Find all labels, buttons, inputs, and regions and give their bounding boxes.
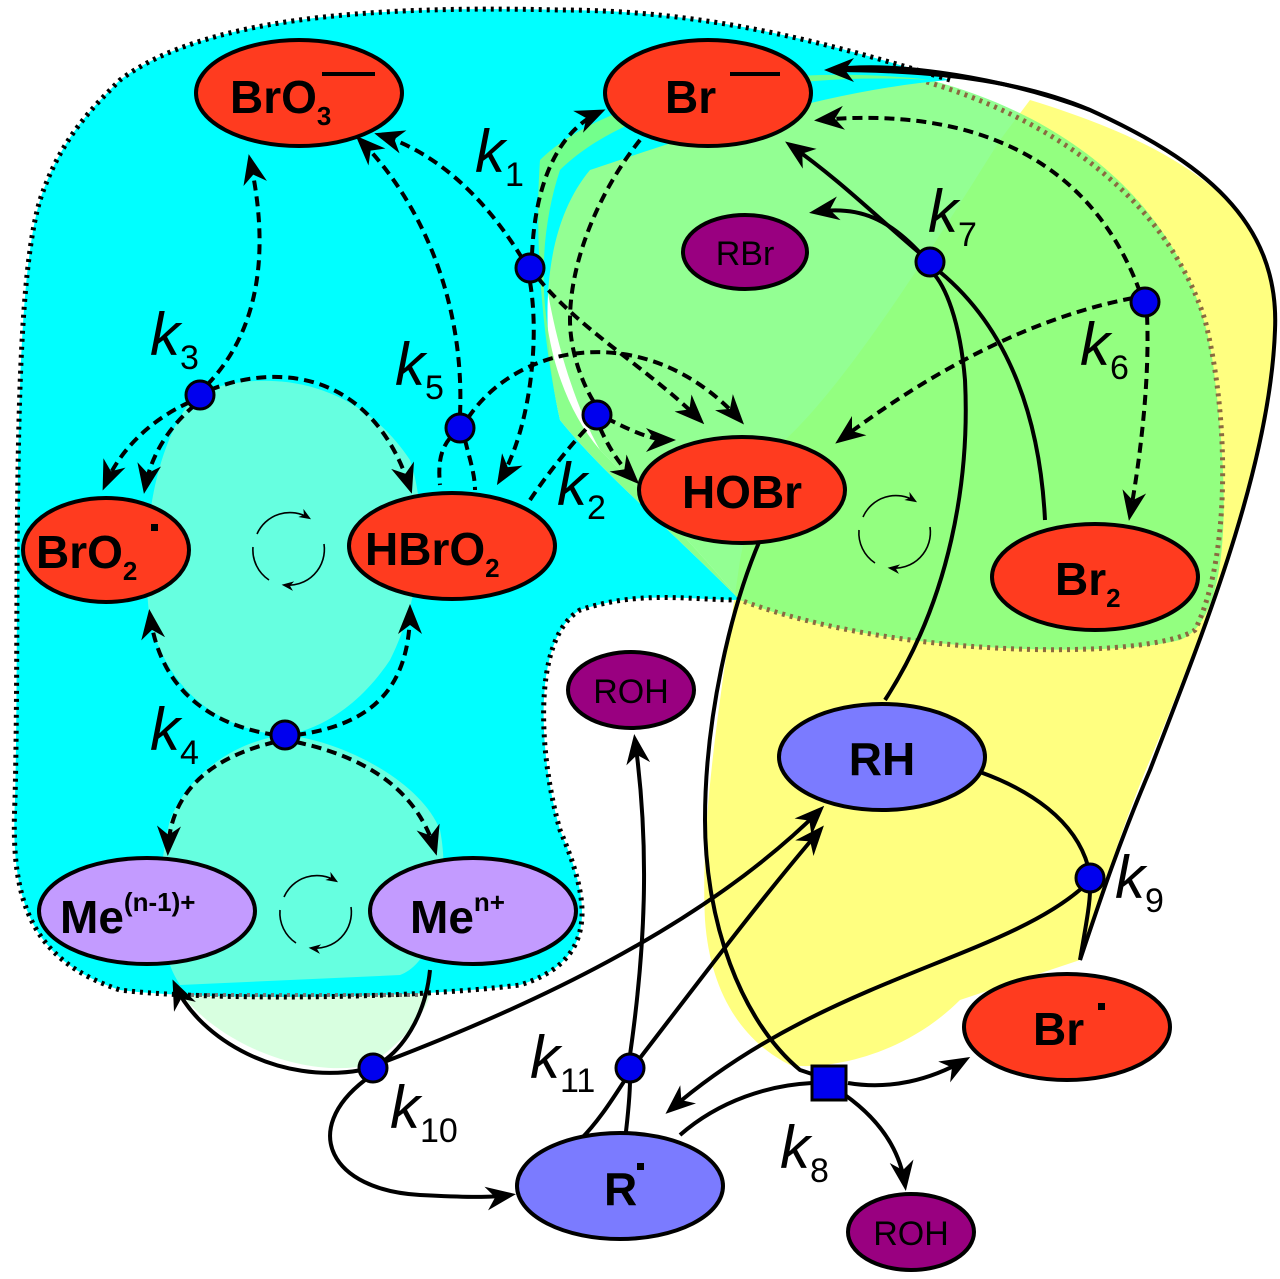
k5-to-hbro2-arrow xyxy=(437,436,452,486)
rate-label-k4: k4 xyxy=(150,696,199,772)
rate-label-k8: k8 xyxy=(780,1114,829,1190)
rate-label-k7: k7 xyxy=(928,178,977,254)
reaction-node-k2 xyxy=(581,399,613,431)
k2-to-hobr-arrow-1 xyxy=(605,416,676,452)
species-bro3-minus: BrO3 xyxy=(194,38,404,148)
k11-to-rh-arrow xyxy=(638,825,824,1060)
k2-to-hobr-arrow-2 xyxy=(598,427,640,485)
rate-label-k10: k10 xyxy=(390,1074,458,1150)
species-metal-reduced: Me(n-1)+ xyxy=(37,856,257,966)
rate-label-k11: k11 xyxy=(530,1024,595,1100)
k1-to-hbro2-arrow xyxy=(496,281,536,486)
k11-to-roh-arrow xyxy=(626,734,651,1056)
reaction-node-k11 xyxy=(614,1052,646,1084)
hbro2-to-k2-dash xyxy=(528,423,592,502)
k5-to-bro3-arrow xyxy=(355,135,463,416)
k3-to-bro3-arrow xyxy=(205,154,267,387)
reaction-node-k1 xyxy=(514,252,546,284)
yellow-left-border xyxy=(702,539,831,1082)
rh-to-k9 xyxy=(979,770,1090,867)
k6-to-hobr-arrow xyxy=(835,296,1134,444)
reaction-node-k5 xyxy=(444,412,476,444)
svg-text:R: R xyxy=(604,1163,637,1215)
svg-text:Men+: Men+ xyxy=(410,887,505,943)
reaction-node-k6 xyxy=(1129,286,1161,318)
reaction-node-k9 xyxy=(1074,862,1106,894)
br-rad-to-k9 xyxy=(1078,889,1092,961)
svg-text:HBrO2: HBrO2 xyxy=(365,523,500,583)
species-bromide: Br xyxy=(603,38,813,148)
rate-label-k1: k1 xyxy=(475,118,524,194)
k4-to-hbro2-arrow xyxy=(295,604,422,737)
k1-to-br-arrow xyxy=(530,109,606,256)
svg-text:HOBr: HOBr xyxy=(682,466,802,518)
k3-to-bro2-arrow-2 xyxy=(137,403,197,494)
svg-text:BrO2: BrO2 xyxy=(36,526,137,586)
reaction-node-k4 xyxy=(269,719,301,751)
species-bro2-radical: BrO2 xyxy=(21,496,191,604)
rate-label-k5: k5 xyxy=(395,331,444,407)
species-alkyl-radical: R xyxy=(515,1131,725,1241)
svg-text:Br: Br xyxy=(665,71,716,123)
svg-text:RH: RH xyxy=(849,733,915,785)
clockwise-cycle-icon xyxy=(252,508,326,591)
rate-label-k9: k9 xyxy=(1115,844,1164,920)
species-rh: RH xyxy=(777,702,987,812)
me-ox-to-k10 xyxy=(380,969,432,1064)
rate-label-k2: k2 xyxy=(557,451,606,527)
species-hobr: HOBr xyxy=(637,435,847,545)
svg-text:Br: Br xyxy=(1033,1003,1084,1055)
k10-to-rh-arrow xyxy=(383,805,825,1064)
k5-hbro2-lower xyxy=(463,439,477,491)
k3-to-hbro2-arrow xyxy=(209,374,414,494)
k7-to-rbr-arrow xyxy=(809,196,924,257)
reaction-node-k7 xyxy=(914,246,946,278)
species-bromine-radical: Br xyxy=(962,972,1172,1082)
k5-to-hobr-arrow xyxy=(466,350,745,425)
rate-label-k3: k3 xyxy=(150,301,199,377)
k10-to-r-arrow xyxy=(328,1078,516,1211)
k6-to-br-arrow xyxy=(814,105,1142,293)
svg-text:RBr: RBr xyxy=(716,235,775,273)
svg-text:ROH: ROH xyxy=(593,673,669,711)
rh-to-k7 xyxy=(883,270,968,702)
species-hbro2: HBrO2 xyxy=(347,491,557,601)
bromine-cycle-region xyxy=(146,380,421,735)
svg-text:Br2: Br2 xyxy=(1055,553,1121,613)
reaction-node-k8 xyxy=(810,1064,848,1102)
svg-text:ROH: ROH xyxy=(873,1215,949,1253)
r-to-k8 xyxy=(678,1081,813,1137)
k8-to-br-rad-arrow xyxy=(847,1057,971,1088)
r-to-k11-2 xyxy=(623,1079,632,1141)
k1-to-hobr-arrow xyxy=(536,276,705,425)
k9-to-r-arrow xyxy=(665,886,1084,1114)
species-roh-bottom: ROH xyxy=(846,1192,976,1272)
reaction-node-k10 xyxy=(357,1052,389,1084)
species-roh-top: ROH xyxy=(566,650,696,730)
rate-label-k6: k6 xyxy=(1080,311,1129,387)
svg-text:BrO3: BrO3 xyxy=(230,71,331,131)
k10-to-me-red-arrow xyxy=(172,979,363,1075)
reaction-node-k3 xyxy=(184,379,216,411)
k4-to-bro2-arrow xyxy=(141,609,276,737)
hobr-to-br-solid xyxy=(824,58,1091,112)
species-br2: Br2 xyxy=(990,522,1200,632)
k6-to-br2-arrow xyxy=(1122,314,1150,521)
svg-text:Me(n-1)+: Me(n-1)+ xyxy=(60,887,195,943)
k4-to-me-red-arrow xyxy=(156,740,276,856)
br2-to-k7 xyxy=(938,270,1047,521)
k8-to-roh-arrow xyxy=(843,1093,914,1191)
br-to-k1-hbro2-dash xyxy=(567,138,642,412)
species-rbr: RBr xyxy=(681,213,809,291)
clockwise-cycle-icon xyxy=(858,491,932,574)
species-metal-oxidized: Men+ xyxy=(368,856,578,966)
k4-to-me-ox-arrow xyxy=(295,740,440,856)
clockwise-cycle-icon xyxy=(279,871,353,954)
